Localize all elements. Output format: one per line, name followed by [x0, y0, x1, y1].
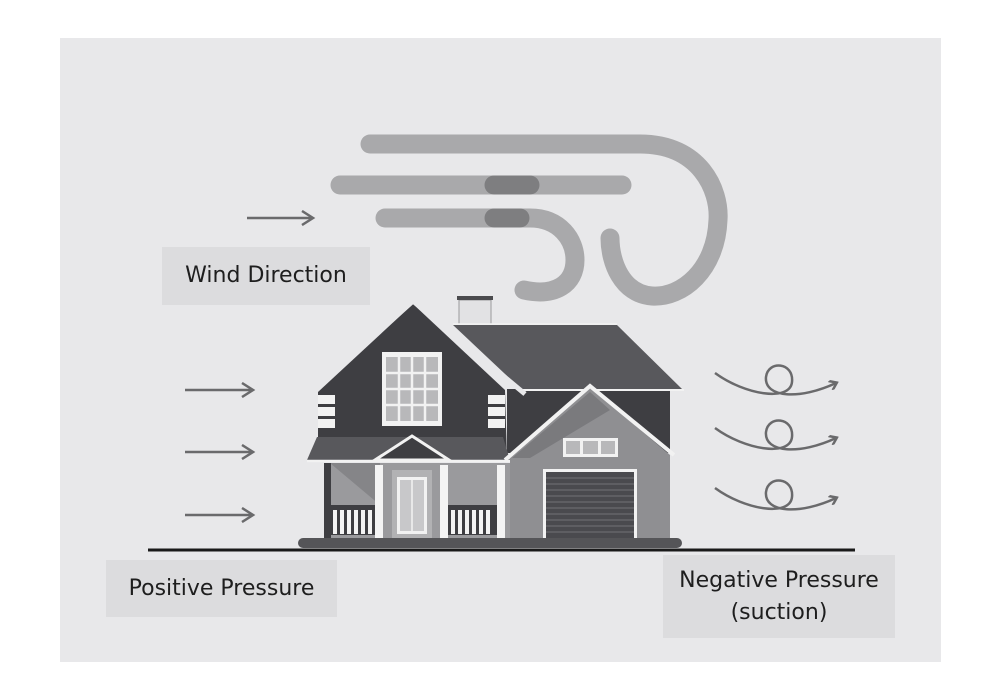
chimney	[458, 299, 492, 325]
wind-stream-top	[360, 134, 728, 306]
swirl-arrow-icon	[714, 479, 836, 511]
wind-direction-text: Wind Direction	[185, 263, 347, 288]
positive-pressure-arrows	[185, 218, 312, 515]
main-roof	[453, 325, 682, 391]
porch-pediment	[369, 434, 455, 462]
swirl-arrow-icon	[714, 364, 836, 396]
positive-pressure-text: Positive Pressure	[128, 575, 315, 601]
suction-text: (suction)	[730, 599, 828, 625]
positive-pressure-label: Positive Pressure	[106, 560, 337, 617]
porch-columns	[324, 463, 505, 539]
wind-stream-bottom	[375, 208, 585, 302]
house-foundation	[298, 538, 682, 548]
side-vents	[318, 395, 505, 428]
wind-streams-icon	[330, 134, 728, 306]
house-illustration	[298, 296, 684, 548]
negative-pressure-label: Negative Pressure (suction)	[663, 555, 895, 638]
wind-direction-label: Wind Direction	[162, 247, 370, 305]
attic-window	[382, 352, 442, 426]
negative-pressure-text: Negative Pressure	[679, 567, 879, 593]
porch-railings	[331, 505, 497, 535]
negative-pressure-swirls	[714, 364, 836, 511]
swirl-arrow-icon	[714, 419, 836, 451]
